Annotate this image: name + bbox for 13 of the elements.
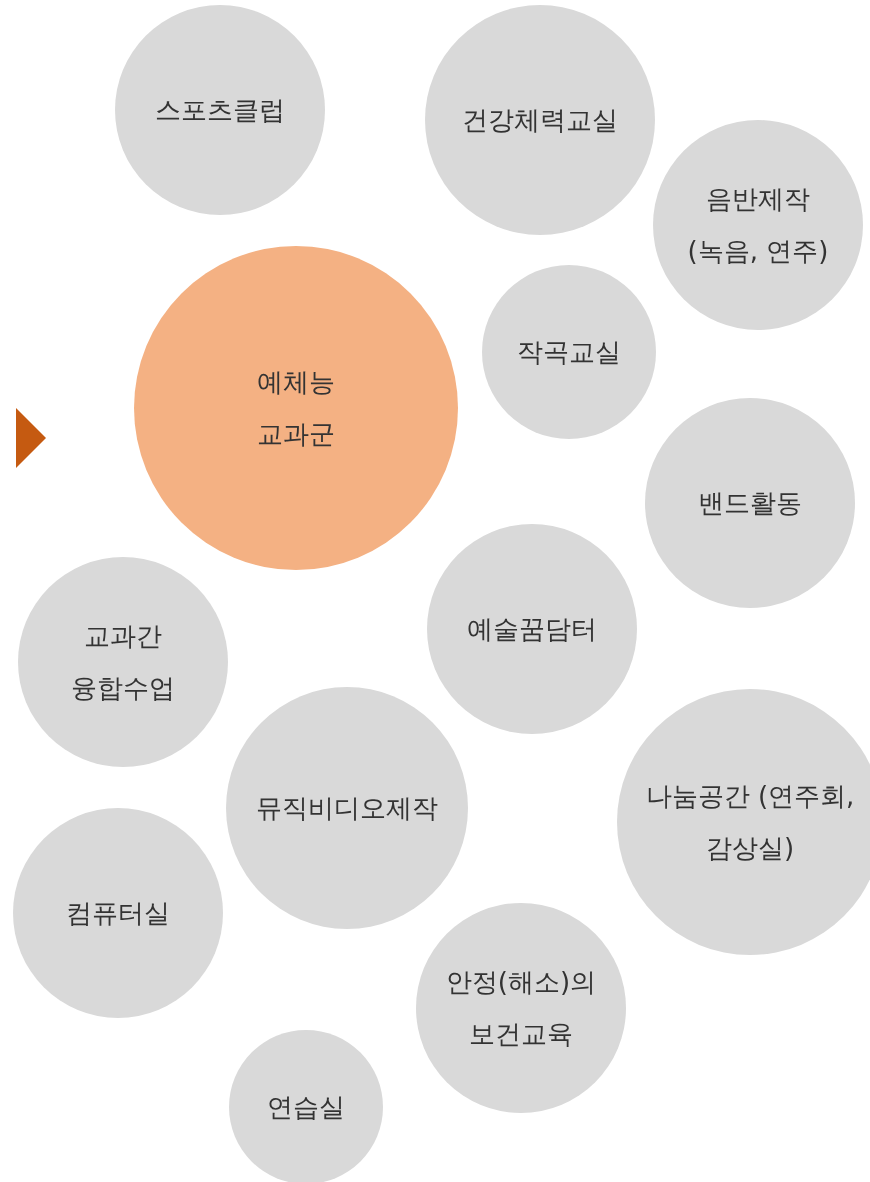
topic-label: 교과간 융합수업 xyxy=(70,620,176,705)
topic-label: 밴드활동 xyxy=(698,487,802,520)
topic-label: 음반제작 (녹음, 연주) xyxy=(686,183,830,268)
topic-label: 예술꿈담터 xyxy=(467,613,597,646)
topic-label: 안정(해소)의 보건교육 xyxy=(444,966,598,1051)
topic-label: 컴퓨터실 xyxy=(66,897,170,930)
topic-label: 뮤직비디오제작 xyxy=(256,792,438,825)
topic-label: 스포츠클럽 xyxy=(155,94,285,127)
topic-label: 작곡교실 xyxy=(517,336,621,369)
topic-label: 연습실 xyxy=(267,1091,345,1124)
topic-label: 건강체력교실 xyxy=(462,104,618,137)
topic-label: 예체능 교과군 xyxy=(256,366,336,451)
topic-label: 나눔공간 (연주회, 감상실) xyxy=(644,780,856,865)
